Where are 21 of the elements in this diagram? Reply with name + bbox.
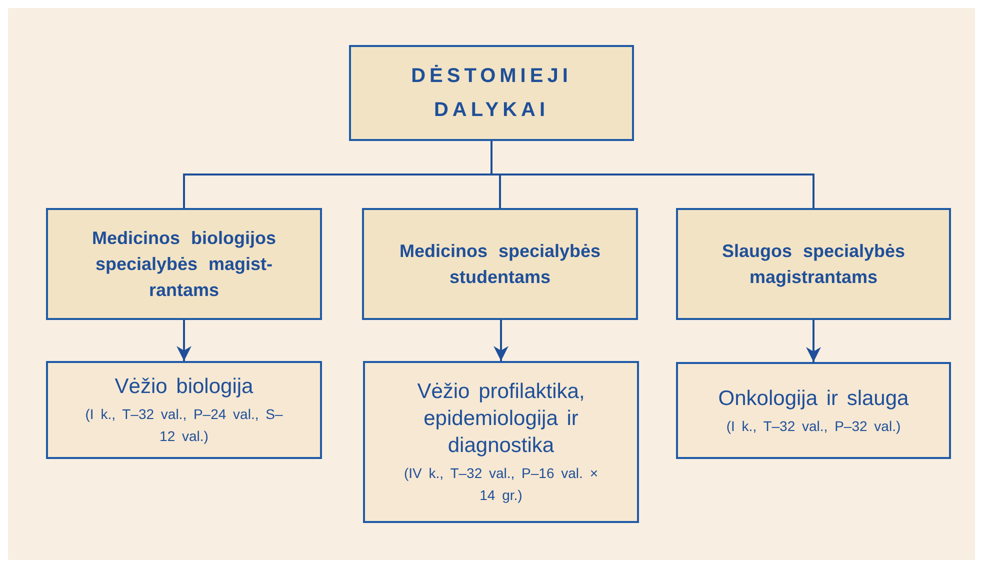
title-box [349,45,634,141]
course-hours: (I k., T–32 val., P–32 val.) [725,416,902,436]
arrow [494,320,508,361]
course-box [363,361,639,523]
course-name: Vėžio biologija [114,374,254,400]
course-box [46,361,322,459]
category-label: Medicinos biologijos specialybės magist- rantams [90,227,277,302]
category-box [46,208,322,320]
course-box [676,362,951,459]
course-name: Onkologija ir slauga [717,386,910,412]
category-box [676,208,951,320]
course-hours: (IV k., T–32 val., P–16 val. × 14 gr.) [403,464,599,505]
course-hours: (I k., T–32 val., P–24 val., S–12 val.) [84,405,284,446]
arrow [806,320,821,362]
category-box [362,208,638,320]
arrow [176,320,192,361]
category-label: Medicinos specialybės studentams [398,240,602,289]
course-name: Vėžio profilaktika, epidemiologija ir diagnostika [416,379,586,459]
category-label: Slaugos specialybės magistrantams [720,240,906,289]
root-label: DĖSTOMIEJI DALYKAI [410,64,573,123]
connector-line [490,141,814,208]
